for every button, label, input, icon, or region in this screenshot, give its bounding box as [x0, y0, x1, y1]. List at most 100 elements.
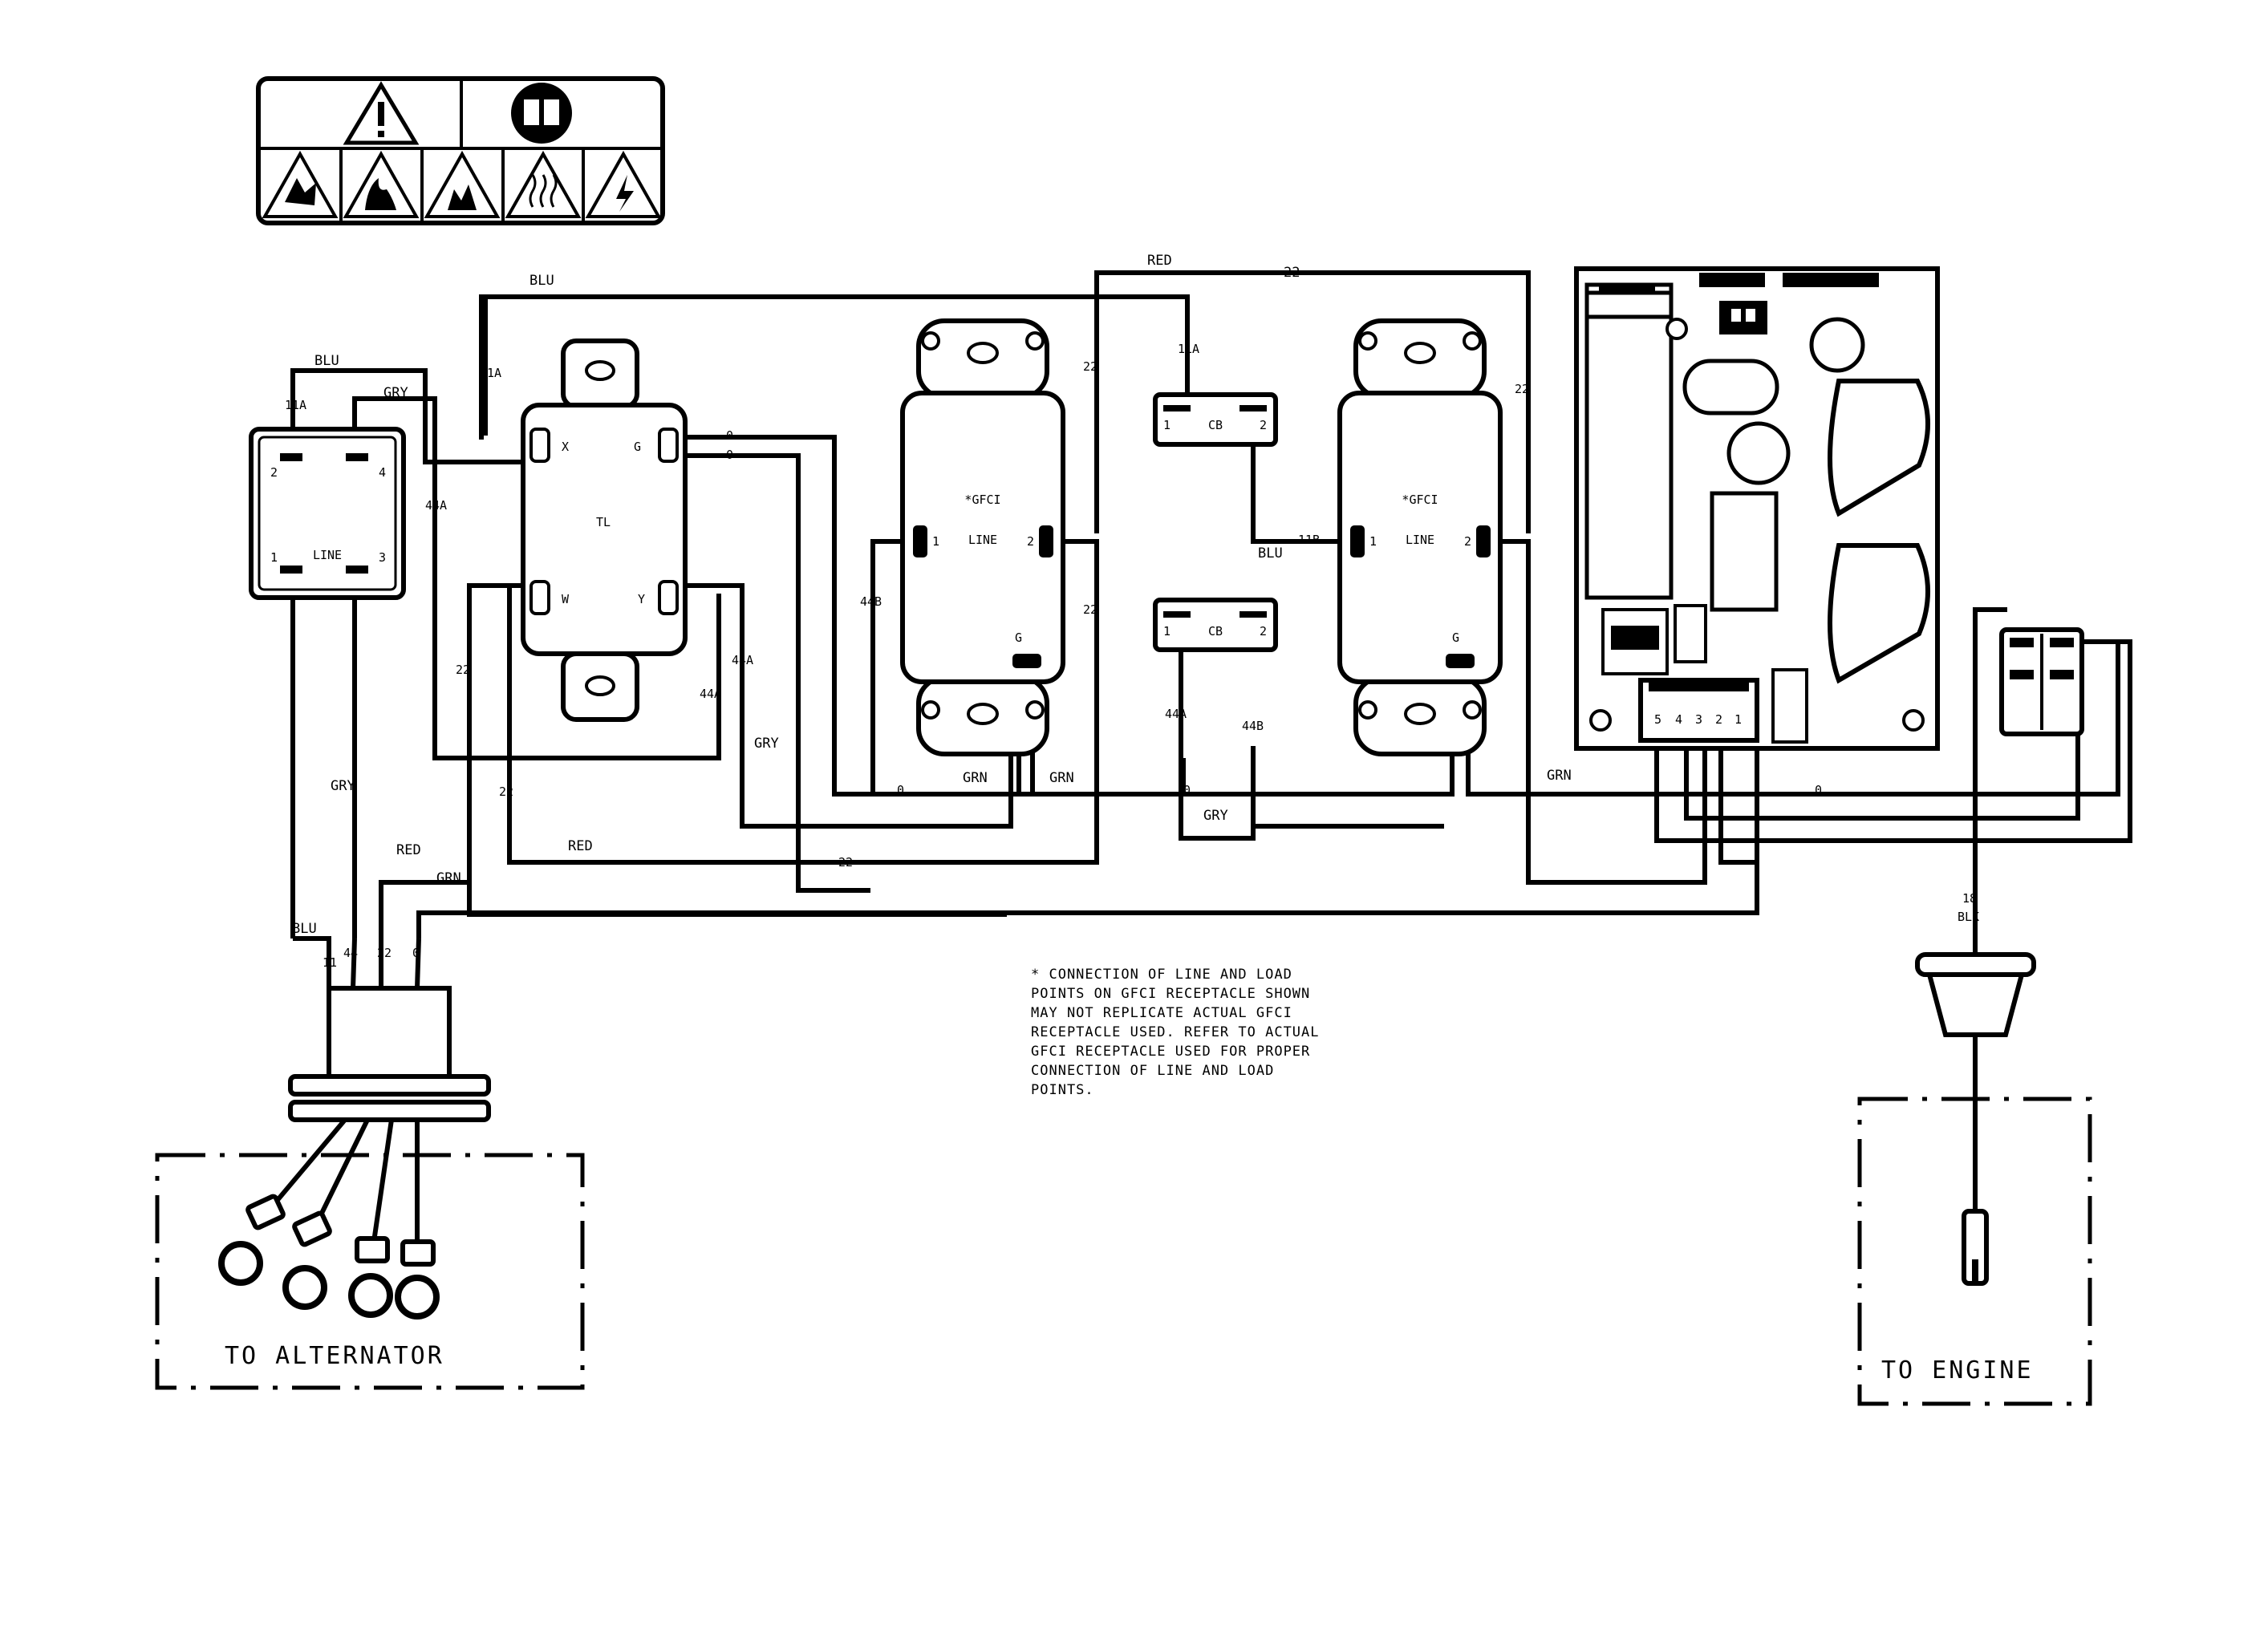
wire-label-11a-left: 11A: [285, 398, 306, 412]
gfci-receptacle-right: *GFCI LINE 1 2 G: [1337, 318, 1503, 756]
cb-top-pin2: 2: [1260, 418, 1267, 432]
transformer-w: W: [562, 592, 570, 606]
wire-label-11a-mid: 11A: [480, 366, 501, 380]
cb-top-label: CB: [1208, 418, 1223, 432]
note-line-5: GFCI RECEPTACLE USED FOR PROPER: [1031, 1044, 1310, 1060]
gfci-left-ground: G: [1015, 630, 1022, 645]
outlet-pin-3: 3: [379, 550, 386, 565]
read-manual-icon: [511, 83, 572, 144]
wire-labels: BLU BLU 11A 11A 11A GRY 44A RED 22 22 22…: [285, 253, 1979, 970]
wire-label-44b-gfci: 44B: [860, 594, 882, 609]
wire-label-gry-top: GRY: [383, 385, 408, 401]
note-line-4: RECEPTACLE USED. REFER TO ACTUAL: [1031, 1024, 1320, 1040]
gfci-right-pin1: 1: [1369, 534, 1377, 549]
wire-label-plug-11: 11: [323, 955, 337, 970]
wire-label-18: 18: [1962, 891, 1977, 906]
wire-label-blu-bottom: BLU: [292, 921, 317, 937]
gfci-right-line-label: LINE: [1406, 533, 1434, 547]
wire-label-0-a: 0: [726, 428, 733, 443]
connector-pin-5: 5: [1654, 712, 1661, 727]
fire-hazard-icon: [343, 150, 420, 218]
engine-zone: TO ENGINE: [1857, 1097, 2092, 1406]
wire-label-red-top: RED: [1147, 253, 1172, 269]
connector-pin-1: 1: [1734, 712, 1742, 727]
note-line-2: POINTS ON GFCI RECEPTACLE SHOWN: [1031, 986, 1310, 1002]
to-alternator-label: TO ALTERNATOR: [225, 1342, 444, 1370]
wire-label-22-mid: 22: [499, 784, 513, 799]
transformer-y: Y: [638, 592, 645, 606]
wiring: [290, 270, 2132, 939]
wire-label-44a-cb: 44A: [1165, 707, 1187, 721]
wire-label-plug-44: 44: [343, 946, 358, 960]
note-line-1: * CONNECTION OF LINE AND LOAD: [1031, 967, 1292, 983]
wire-label-grn-a: GRN: [963, 770, 988, 786]
connector-pin-4: 4: [1675, 712, 1682, 727]
gfci-note: * CONNECTION OF LINE AND LOAD POINTS ON …: [1031, 967, 1320, 1098]
hot-surface-hazard-icon: [505, 150, 582, 218]
outlet-pin-2: 2: [270, 465, 278, 480]
control-board: [1574, 266, 1940, 751]
gfci-right-pin2: 2: [1464, 534, 1471, 549]
gfci-right-ground: G: [1452, 630, 1459, 645]
circuit-breaker-bottom: 1 CB 2: [1153, 598, 1278, 652]
wire-label-plug-0: 0: [412, 946, 420, 960]
outlet-line-label: LINE: [313, 548, 342, 562]
safety-label-panel: [256, 76, 665, 225]
outlet-pin-1: 1: [270, 550, 278, 565]
wire-label-gry-bot: GRY: [1203, 808, 1228, 824]
wire-label-plug-22: 22: [377, 946, 392, 960]
wire-label-11b: 11B: [1298, 533, 1320, 547]
gfci-left-pin2: 2: [1027, 534, 1034, 549]
wire-label-0-right: 0: [1815, 783, 1822, 797]
cb-top-pin1: 1: [1163, 418, 1171, 432]
engine-grommet: [1915, 939, 2036, 1286]
cb-bottom-label: CB: [1208, 624, 1223, 639]
wire-label-22-top: 22: [1284, 265, 1300, 281]
note-line-3: MAY NOT REPLICATE ACTUAL GFCI: [1031, 1005, 1292, 1021]
wire-label-22-gfci-top: 22: [1083, 359, 1097, 374]
wire-label-22-left: 22: [456, 663, 470, 677]
alternator-plug: [218, 936, 491, 1320]
note-line-6: CONNECTION OF LINE AND LOAD: [1031, 1063, 1274, 1079]
wire-label-44a-left: 44A: [425, 498, 447, 513]
gfci-receptacle-left: *GFCI LINE 1 2 G: [900, 318, 1065, 756]
warning-triangle-icon: [343, 81, 420, 145]
wire-label-22-right: 22: [1515, 382, 1529, 396]
gfci-right-label: *GFCI: [1402, 493, 1438, 507]
note-line-7: POINTS.: [1031, 1082, 1094, 1098]
explosion-hazard-icon: [262, 150, 339, 218]
wire-label-0-grn-b: 0: [1183, 783, 1191, 797]
wire-label-blu-cb: BLU: [1258, 545, 1283, 561]
transformer-label: TL: [596, 515, 611, 529]
wire-label-22-gfci-bot: 22: [1083, 602, 1097, 617]
electric-shock-hazard-icon: [585, 150, 662, 218]
wire-label-0-b: 0: [726, 448, 733, 462]
wire-label-gry-mid: GRY: [754, 736, 779, 752]
outlet-block: LINE 2 4 1 3: [249, 427, 406, 600]
wire-label-gry-left: GRY: [331, 778, 355, 794]
relay-box: [1999, 627, 2084, 736]
connector-pin-2: 2: [1715, 712, 1722, 727]
gfci-left-line-label: LINE: [968, 533, 997, 547]
wire-label-grn-left: GRN: [436, 870, 461, 886]
alternator-zone: TO ALTERNATOR: [155, 1153, 585, 1390]
wire-label-grn-b: GRN: [1049, 770, 1074, 786]
gfci-left-pin1: 1: [932, 534, 939, 549]
circuit-breaker-top: 1 CB 2: [1153, 392, 1278, 447]
connector-pin-3: 3: [1695, 712, 1702, 727]
wire-label-red-left: RED: [396, 842, 421, 858]
outlet-pin-4: 4: [379, 465, 386, 480]
transformer-g: G: [634, 440, 641, 454]
wire-label-11a-cb: 11A: [1178, 342, 1199, 356]
wire-label-22-bottom: 22: [838, 855, 853, 870]
cb-bottom-pin1: 1: [1163, 624, 1171, 639]
wire-label-44b-cb: 44B: [1242, 719, 1264, 733]
wire-label-0-grn-a: 0: [897, 783, 904, 797]
wire-label-44a-y2: 44A: [700, 687, 721, 701]
to-engine-label: TO ENGINE: [1881, 1356, 2034, 1384]
wire-label-44a-y: 44A: [732, 653, 753, 667]
wire-label-blk: BLK: [1958, 910, 1979, 924]
flammable-hazard-icon: [424, 150, 501, 218]
transformer: TL X G W Y: [521, 339, 688, 722]
